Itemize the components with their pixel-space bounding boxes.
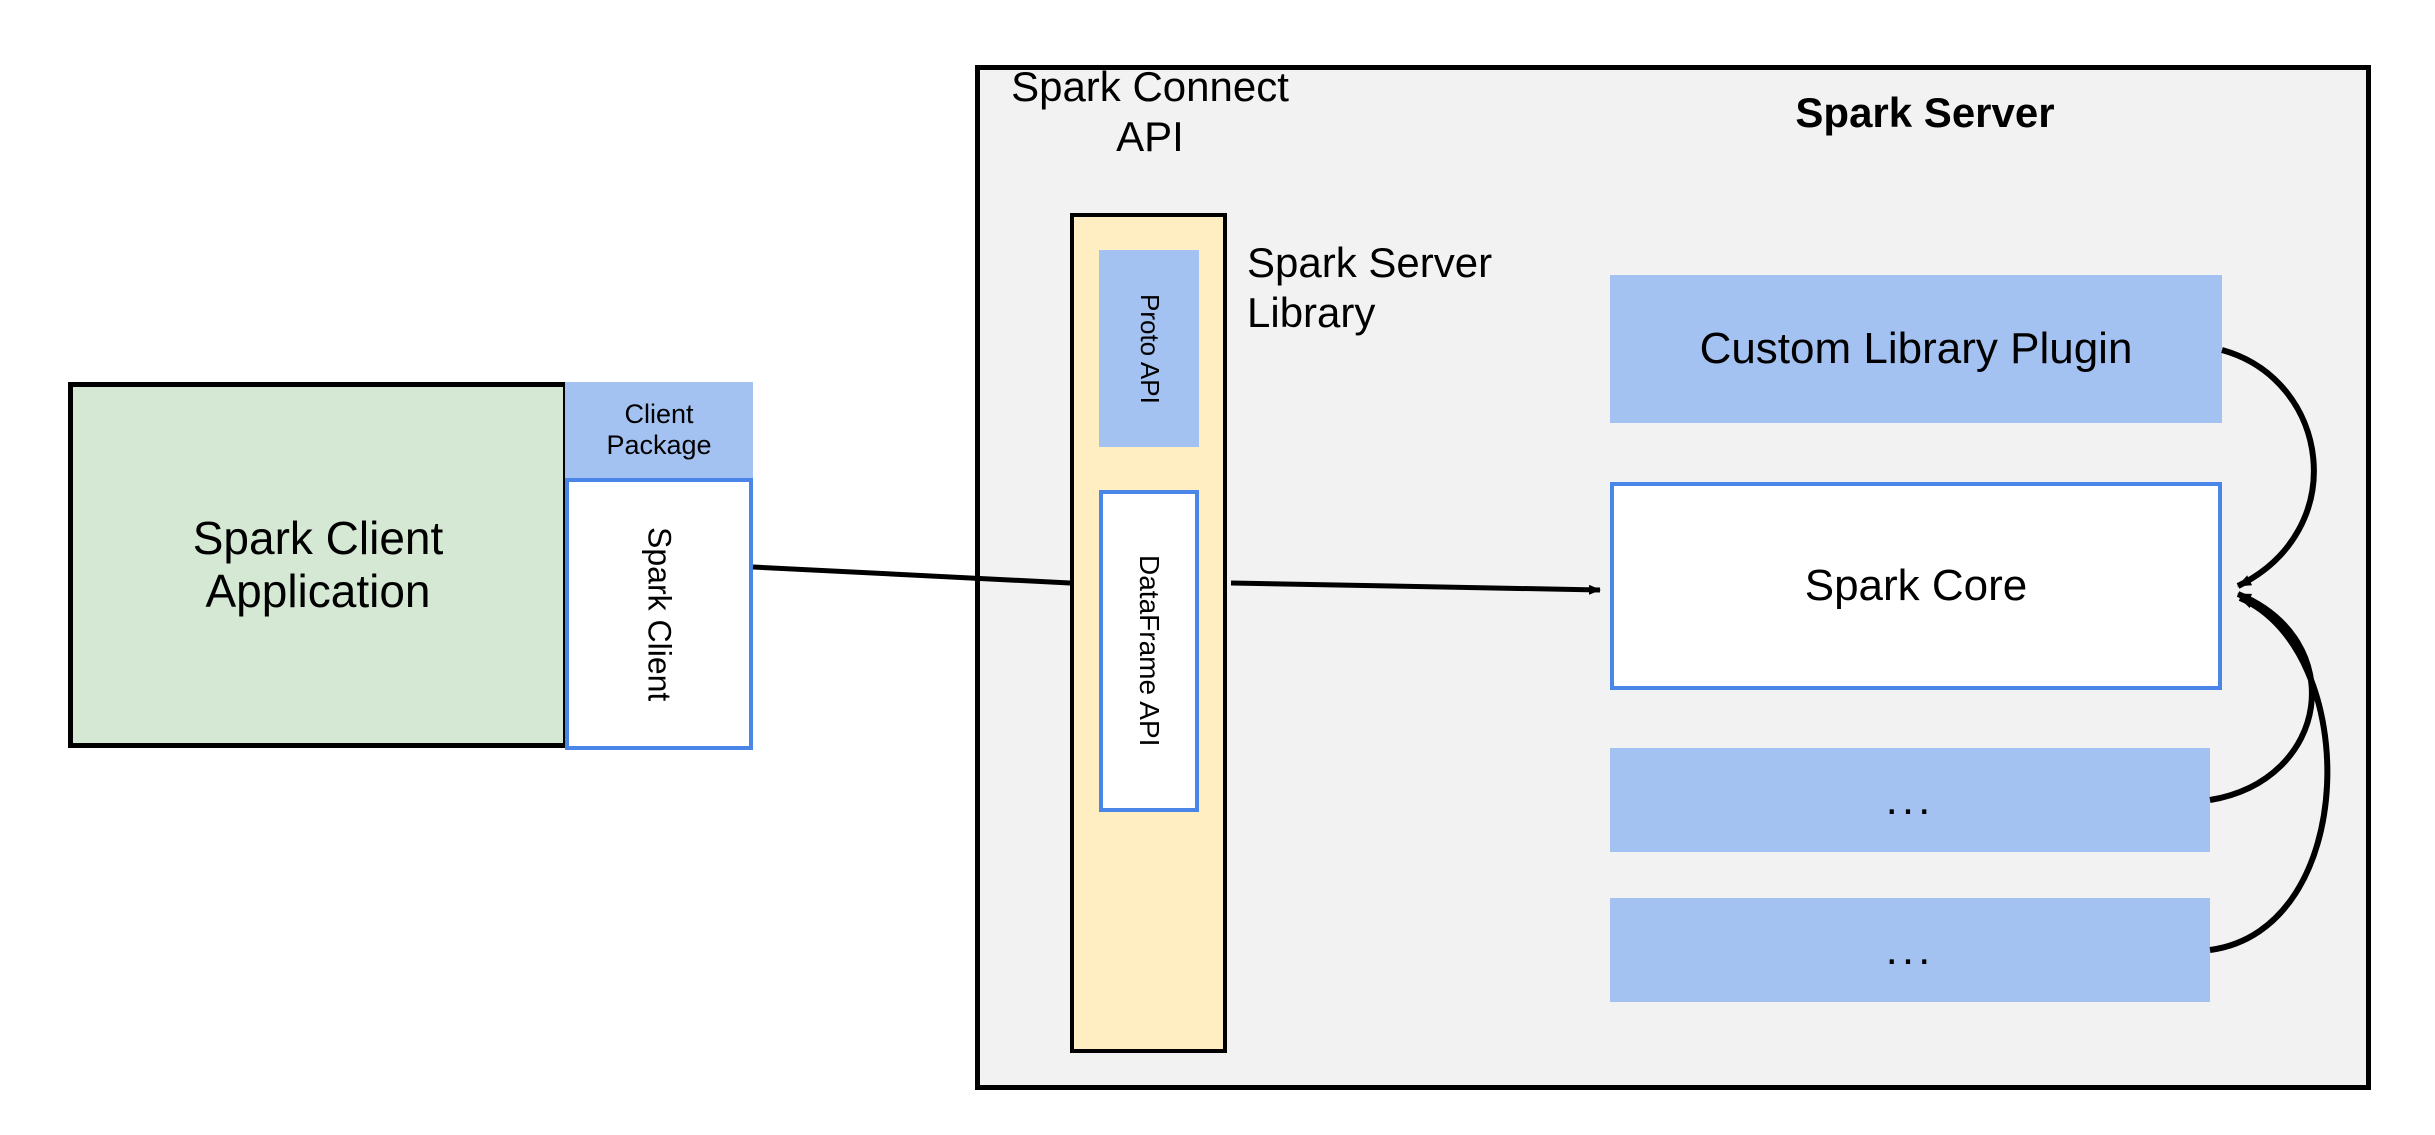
spark-server-library-label: Spark Server Library [1247, 239, 1493, 337]
ellipsis-box-2[interactable]: ... [1610, 898, 2210, 1002]
ellipsis-label-1: ... [1885, 774, 1935, 824]
proto-api-label: Proto API [1134, 293, 1165, 404]
client-package-box[interactable]: Client Package [565, 382, 753, 478]
dataframe-api-box[interactable]: DataFrame API [1099, 490, 1199, 812]
spark-client-application-label: Spark Client Application [192, 512, 444, 617]
spark-core-label: Spark Core [1804, 560, 2028, 610]
ellipsis-label-2: ... [1885, 924, 1935, 974]
ellipsis-box-1[interactable]: ... [1610, 748, 2210, 852]
proto-api-box[interactable]: Proto API [1099, 250, 1199, 447]
custom-library-plugin-box[interactable]: Custom Library Plugin [1610, 275, 2222, 423]
spark-client-label: Spark Client [641, 526, 678, 702]
spark-client-box[interactable]: Spark Client [565, 478, 753, 750]
spark-core-box[interactable]: Spark Core [1610, 482, 2222, 690]
spark-server-title: Spark Server [1795, 89, 2055, 136]
spark-client-application-box[interactable]: Spark Client Application [68, 382, 568, 748]
client-package-label: Client Package [606, 398, 712, 460]
dataframe-api-label: DataFrame API [1134, 555, 1166, 747]
custom-library-plugin-label: Custom Library Plugin [1699, 323, 2133, 373]
spark-connect-api-label: Spark Connect API [1011, 63, 1289, 161]
